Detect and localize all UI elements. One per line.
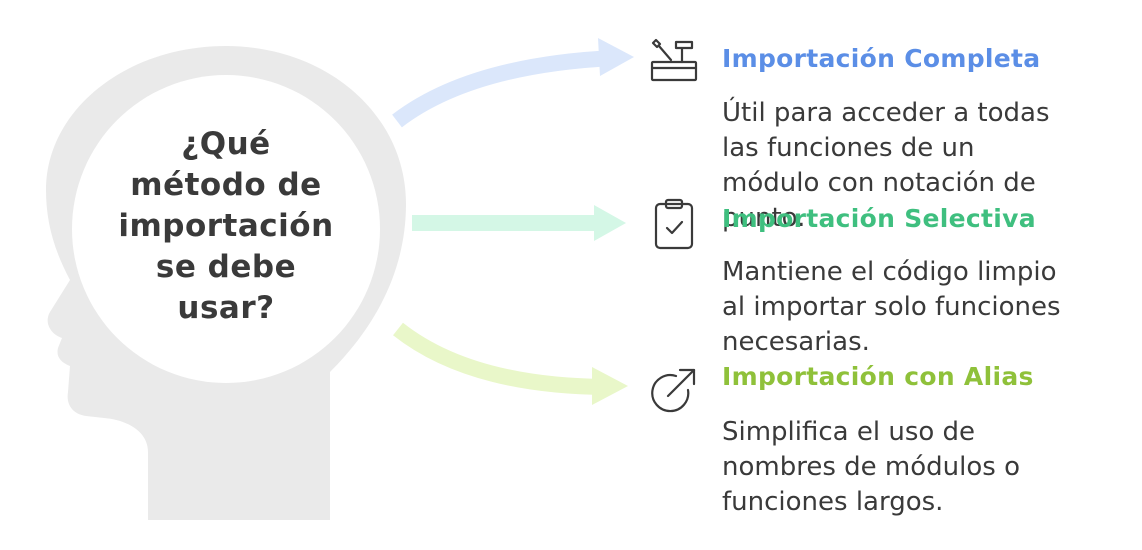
arrow-out-circle-icon — [651, 368, 696, 413]
desc-line: punto. — [722, 203, 806, 233]
question-line: método de — [130, 167, 322, 203]
arrow-3-head — [592, 367, 628, 405]
desc-line: Útil para acceder a todas — [722, 98, 1050, 128]
toolbox-icon — [650, 38, 698, 82]
question-line: se debe — [155, 249, 297, 285]
option-1-description: Útil para acceder a todas las funciones … — [722, 96, 1102, 236]
arrow-2-head — [594, 205, 626, 241]
desc-line: al importar solo funciones — [722, 292, 1061, 322]
arrow-1-shaft — [392, 50, 615, 128]
question-text: ¿Qué método de importación se debe usar? — [100, 124, 352, 329]
arrow-1-head — [598, 38, 634, 76]
option-2-description: Mantiene el código limpio al importar so… — [722, 255, 1102, 360]
desc-line: Simplifica el uso de — [722, 417, 976, 447]
option-1-title: Importación Completa — [722, 44, 1041, 73]
desc-line: funciones largos. — [722, 487, 944, 517]
desc-line: las funciones de un — [722, 133, 975, 163]
question-line: ¿Qué — [181, 126, 271, 162]
option-2-title: Importación Selectiva — [722, 204, 1036, 233]
desc-line: necesarias. — [722, 327, 870, 357]
clipboard-check-icon — [654, 198, 694, 250]
desc-line: módulo con notación de — [722, 168, 1036, 198]
option-3-description: Simplifica el uso de nombres de módulos … — [722, 415, 1102, 520]
question-line: usar? — [177, 290, 275, 326]
desc-line: nombres de módulos o — [722, 452, 1020, 482]
thought-circle — [72, 75, 380, 383]
option-3-title: Importación con Alias — [722, 362, 1034, 391]
question-line: importación — [118, 208, 334, 244]
arrow-3-shaft — [393, 322, 607, 395]
desc-line: Mantiene el código limpio — [722, 257, 1057, 287]
